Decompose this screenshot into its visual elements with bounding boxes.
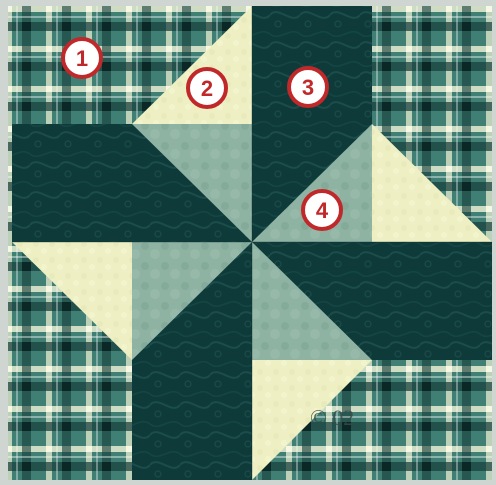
copyright-watermark: © 02: [310, 405, 354, 430]
badge-4-label: 4: [316, 198, 329, 223]
badge-3-label: 3: [302, 75, 314, 100]
badge-1: 1: [63, 39, 101, 77]
badge-3: 3: [289, 68, 327, 106]
navy-patch-left-upper: [12, 124, 132, 242]
badge-1-label: 1: [76, 46, 88, 71]
badge-2-label: 2: [201, 76, 213, 101]
badge-4: 4: [303, 191, 341, 229]
badge-2: 2: [188, 69, 226, 107]
plaid-patch-top-right: [372, 6, 492, 124]
